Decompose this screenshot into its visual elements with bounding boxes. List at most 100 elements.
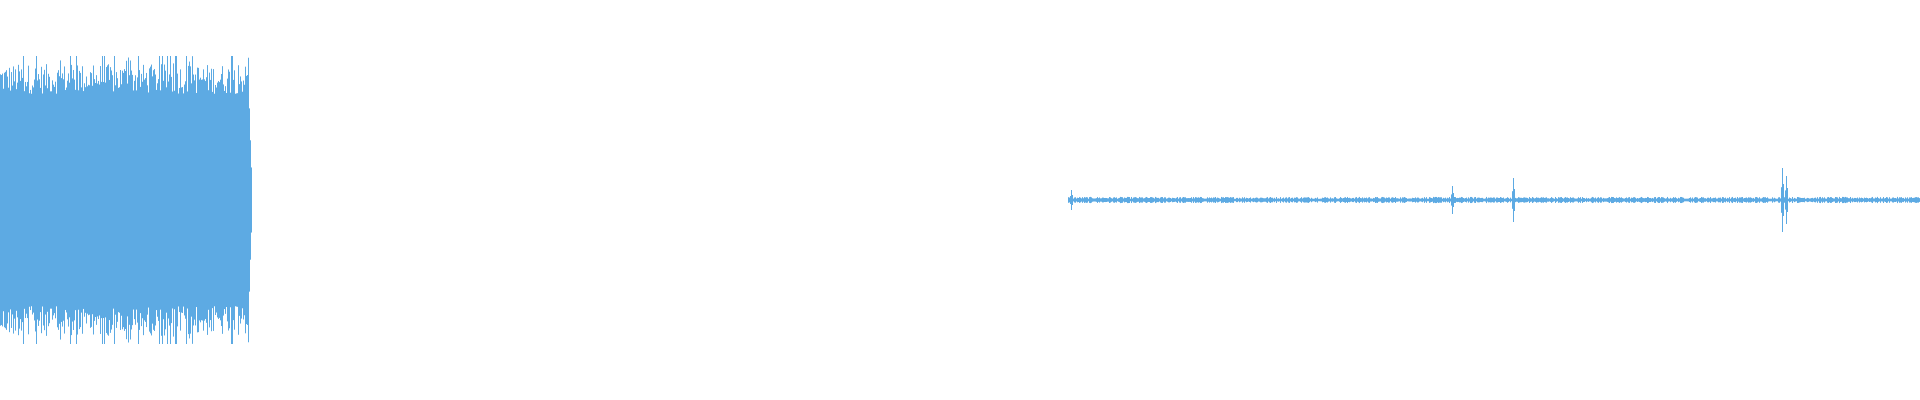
- waveform-sample: [1653, 198, 1654, 202]
- waveform-sample: [1457, 197, 1458, 203]
- waveform-sample: [1197, 197, 1198, 203]
- waveform-sample: [102, 56, 103, 344]
- waveform-sample: [154, 68, 155, 332]
- waveform-sample: [92, 85, 93, 315]
- waveform-sample: [1540, 197, 1541, 203]
- waveform-sample: [1897, 196, 1898, 204]
- waveform-sample: [1700, 198, 1701, 202]
- waveform-sample: [90, 72, 91, 328]
- waveform-sample: [1346, 198, 1347, 202]
- waveform-sample: [1615, 198, 1616, 202]
- waveform-sample: [1486, 196, 1487, 204]
- waveform-sample: [1813, 198, 1814, 202]
- waveform-sample: [1765, 197, 1766, 203]
- waveform-sample: [1633, 197, 1634, 203]
- waveform-sample: [43, 74, 44, 326]
- waveform-sample: [1204, 198, 1205, 202]
- waveform-sample: [1673, 197, 1674, 203]
- waveform-sample: [1885, 198, 1886, 202]
- waveform-sample: [1086, 197, 1087, 203]
- waveform-sample: [1107, 198, 1108, 202]
- waveform-sample: [186, 56, 187, 344]
- waveform-sample: [1441, 197, 1442, 203]
- waveform-sample: [1778, 197, 1779, 203]
- waveform-sample: [1083, 198, 1084, 202]
- waveform-sample: [1886, 197, 1887, 203]
- waveform-sample: [87, 86, 88, 314]
- waveform-sample: [1704, 198, 1705, 202]
- waveform-sample: [1226, 197, 1227, 203]
- waveform-sample: [1128, 196, 1129, 204]
- waveform-sample: [1287, 198, 1288, 202]
- waveform-sample: [1736, 198, 1737, 202]
- waveform-sample: [40, 87, 41, 313]
- waveform-sample: [1867, 198, 1868, 202]
- waveform-sample: [1654, 197, 1655, 203]
- waveform-sample: [1081, 198, 1082, 202]
- waveform-sample: [1465, 198, 1466, 202]
- waveform-sample: [1565, 197, 1566, 203]
- waveform-sample: [21, 69, 22, 331]
- waveform-sample: [1225, 197, 1226, 203]
- waveform-sample: [1801, 198, 1802, 202]
- waveform-sample: [1529, 197, 1530, 203]
- waveform-sample: [57, 72, 58, 328]
- waveform-sample: [1440, 197, 1441, 203]
- waveform-sample: [1810, 198, 1811, 202]
- waveform-sample: [1180, 197, 1181, 203]
- waveform-sample: [1682, 197, 1683, 203]
- waveform-sample: [1210, 198, 1211, 202]
- waveform-sample: [1828, 197, 1829, 203]
- waveform-sample: [1115, 197, 1116, 203]
- waveform-sample: [3, 88, 4, 312]
- waveform-sample: [212, 91, 213, 309]
- waveform-sample: [1304, 197, 1305, 203]
- waveform-sample: [104, 56, 105, 344]
- waveform-sample: [1904, 198, 1905, 202]
- waveform-sample: [1874, 198, 1875, 202]
- waveform-sample: [150, 66, 151, 334]
- waveform-sample: [1766, 198, 1767, 202]
- waveform-sample: [176, 56, 177, 344]
- waveform-sample: [1144, 198, 1145, 202]
- waveform-sample: [1413, 198, 1414, 202]
- waveform-sample: [1090, 196, 1091, 204]
- waveform-sample: [134, 80, 135, 320]
- waveform-sample: [1068, 197, 1069, 203]
- waveform-sample: [219, 82, 220, 318]
- waveform-sample: [128, 57, 129, 343]
- waveform-sample: [1480, 198, 1481, 202]
- waveform-spike: [1512, 191, 1513, 209]
- waveform-sample: [1894, 198, 1895, 202]
- waveform-sample: [1845, 196, 1846, 204]
- waveform-sample: [1093, 198, 1094, 202]
- waveform-sample: [1200, 196, 1201, 204]
- waveform-sample: [1152, 197, 1153, 203]
- waveform-sample: [1283, 197, 1284, 203]
- waveform-sample: [233, 79, 234, 321]
- waveform-sample: [1708, 197, 1709, 203]
- waveform-sample: [1779, 197, 1780, 203]
- waveform-sample: [1245, 198, 1246, 202]
- waveform-sample: [1212, 198, 1213, 202]
- waveform-sample: [1311, 197, 1312, 203]
- waveform-sample: [1189, 198, 1190, 202]
- waveform-sample: [1324, 197, 1325, 203]
- waveform-sample: [1876, 197, 1877, 203]
- waveform-sample: [1611, 196, 1612, 204]
- waveform-sample: [1878, 198, 1879, 202]
- waveform-sample: [1089, 197, 1090, 203]
- waveform-sample: [68, 73, 69, 327]
- waveform-sample: [119, 87, 120, 313]
- waveform-sample: [1239, 197, 1240, 203]
- waveform-sample: [1227, 197, 1228, 203]
- waveform-sample: [1667, 196, 1668, 204]
- waveform-sample: [158, 79, 159, 321]
- waveform-sample: [1097, 197, 1098, 203]
- waveform-sample: [243, 80, 244, 320]
- waveform-sample: [84, 83, 85, 317]
- waveform-sample: [217, 82, 218, 318]
- waveform-sample: [1387, 197, 1388, 203]
- waveform-sample: [241, 81, 242, 319]
- waveform-sample: [1336, 198, 1337, 202]
